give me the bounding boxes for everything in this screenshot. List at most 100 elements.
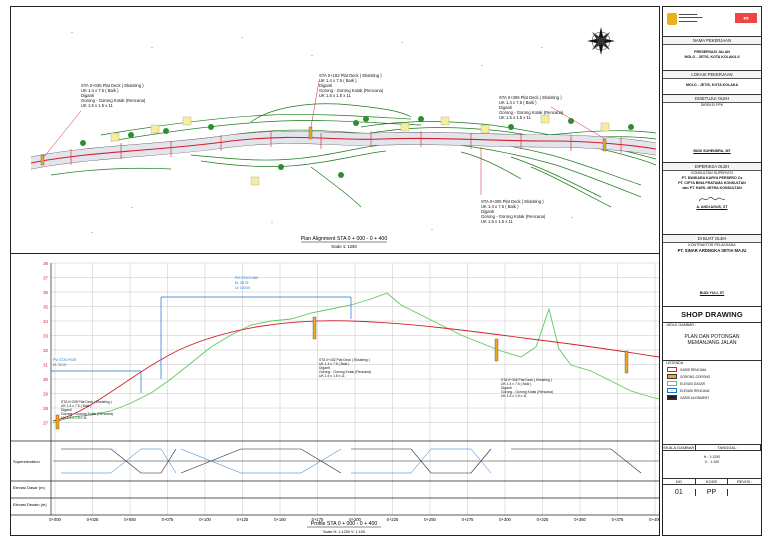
section-judul: JUDUL GAMBAR : PLAN DAN POTONGAN MEMANJA…: [663, 323, 761, 361]
nama-pekerjaan-head: NAMA PEKERJAAN: [663, 37, 761, 45]
y-tick-label: 29: [43, 391, 48, 396]
vertical-curve-marks: [51, 296, 352, 393]
legend-item-5: GARIS ALIGNMENT: [663, 394, 761, 401]
diperiksa-name: A. ANDI AGUS, ST: [696, 205, 728, 209]
station-label: 0+250: [424, 517, 436, 522]
revisi-head: REVISI :: [736, 479, 753, 484]
profile-band-frame: [11, 263, 659, 516]
plan-labels: STA 0+035 Plat Deck ( Eksisting ) UK 1.4…: [81, 73, 564, 224]
legend-item-4: ELEVASI RENCANA: [663, 387, 761, 394]
map-trees: [80, 116, 634, 178]
legend-item-2: GORONG-GORONG: [663, 373, 761, 380]
sheet-code: PP: [696, 489, 729, 496]
section-lokasi: LOKASI PEKERJAAN MOLO - JETIS, KOTA KOLA…: [663, 71, 761, 95]
row-label-superelevation: Superelevation: [13, 459, 40, 464]
station-label: 0+175: [312, 517, 324, 522]
y-tick-label: 31: [43, 362, 48, 367]
shop-drawing-title: SHOP DRAWING: [681, 310, 743, 319]
disetujui-head: DISETUJUI OLEH: [663, 95, 761, 103]
alignment-station-ticks: [70, 131, 622, 165]
plan-label-3: STA 0+306 Plat Deck ( Eksisting ) UK 1.4…: [499, 95, 564, 120]
station-label: 0+375: [612, 517, 624, 522]
dibuat-role: KONTRAKTOR PELAKSANA: [688, 243, 736, 247]
station-label: 0+150: [274, 517, 286, 522]
disetujui-name: BUDI SUHENDRA, MT: [693, 149, 731, 153]
ministry-logo-icon: [667, 13, 677, 25]
row-label-elevasi: Elevasi Dasar (m): [13, 485, 45, 490]
signature-icon: [698, 197, 726, 202]
y-tick-label: 33: [43, 333, 48, 338]
station-label: 0+025: [87, 517, 99, 522]
tanggal-head: TANGGAL :: [696, 445, 761, 450]
profile-caption: Profile STA 0 + 000 - 0 + 400: [311, 521, 378, 527]
profile-grid: [51, 262, 659, 515]
plan-svg: STA 0+035 Plat Deck ( Eksisting ) UK 1.4…: [30, 27, 657, 249]
plan-view: STA 0+035 Plat Deck ( Eksisting ) UK 1.4…: [11, 7, 659, 254]
y-tick-label: 28: [43, 406, 48, 411]
station-label: 0+125: [237, 517, 249, 522]
legend-item-3: ELEVASI DASAR: [663, 380, 761, 387]
section-legenda: LEGENDA GARIS RENCANA GORONG-GORONG ELEV…: [663, 361, 761, 445]
no-head: NO: [663, 479, 696, 484]
section-nama-pekerjaan: NAMA PEKERJAAN PRESERVASI JALAN MOLO - J…: [663, 37, 761, 71]
company-logo-icon: ▮▮▮: [735, 13, 757, 23]
plan-label-2: STA 0+182 Plat Deck ( Eksisting ) UK 1.4…: [319, 73, 384, 98]
y-tick-label: 32: [43, 348, 48, 353]
culvert-markers: [40, 126, 607, 166]
svg-text:PVI STA 0+160: PVI STA 0+160: [235, 276, 258, 280]
dibuat-head: DI BUAT OLEH: [663, 235, 761, 243]
station-label: 0+275: [462, 517, 474, 522]
station-label: 0+075: [162, 517, 174, 522]
nama-pekerjaan: PRESERVASI JALAN: [694, 50, 730, 54]
diperiksa-org-2: PT. CIPTA BINA PRATAMA KONSULTAN: [678, 181, 746, 185]
skala-head: SKALA GAMBAR: [663, 445, 696, 450]
judul-1: PLAN DAN POTONGAN: [684, 334, 740, 340]
profile-label-3: STA 0+306 Plat Deck ( Eksisting ) UK 1.4…: [501, 378, 554, 398]
row-label-elevasi-desain: Elevasi Desain (m): [13, 502, 47, 507]
station-label: 0+050: [124, 517, 136, 522]
profile-station-labels: 0+000 0+025 0+050 0+075 0+100 0+125 0+150 0+175…: [49, 517, 659, 522]
station-label: 0+000: [49, 517, 61, 522]
y-tick-label: 35: [43, 304, 48, 309]
station-label: 0+400: [649, 517, 659, 522]
dibuat-name: BUDI YULI, ST: [699, 291, 725, 295]
diperiksa-org-3: dan PT. HAFIL MITRA KONSULTAN: [682, 186, 742, 190]
skala-h: H : 1:1250: [703, 455, 721, 459]
plan-scale: Scale 1: 1250: [331, 244, 357, 249]
y-tick-label: 38: [43, 261, 48, 266]
svg-text:EL 36.75: EL 36.75: [235, 281, 249, 285]
plan-background-marks: [71, 32, 573, 233]
diperiksa-head: DIPERIKSA OLEH: [663, 163, 761, 171]
map-buildings: [110, 114, 610, 186]
station-label: 0+225: [387, 517, 399, 522]
plan-label-1: STA 0+035 Plat Deck ( Eksisting ) UK 1.4…: [81, 83, 146, 108]
station-label: 0+350: [574, 517, 586, 522]
superelevation-blue: [61, 448, 492, 474]
section-dibuat: DI BUAT OLEH KONTRAKTOR PELAKSANA PT. SI…: [663, 235, 761, 307]
ministry-text: ▬▬▬▬▬▬▬▬▬▬▬▬▬▬▬▬▬▬▬▬▬▬▬: [679, 13, 703, 23]
nama-pekerjaan-2: MOLO - JETIS, KOTA KOLAKA II: [684, 55, 740, 59]
section-shop-drawing: SHOP DRAWING: [663, 307, 761, 323]
profile-label-1: STA 0+035 Plat Deck ( Eksisting ) UK 1.4…: [61, 400, 114, 420]
superelevation-diagram: [53, 448, 659, 474]
station-label: 0+100: [199, 517, 211, 522]
judul-head: JUDUL GAMBAR :: [666, 323, 697, 327]
lokasi: MOLO - JETIS, KOTA KOLAKA: [685, 83, 739, 87]
judul-2: MEMANJANG JALAN: [687, 340, 737, 346]
skala-v: V : 1:100: [704, 460, 720, 464]
svg-text:LV 100.00: LV 100.00: [235, 286, 250, 290]
north-arrow-icon: [587, 27, 615, 55]
label-leaders: [43, 80, 606, 195]
station-label: 0+300: [499, 517, 511, 522]
y-tick-label: 36: [43, 290, 48, 295]
y-tick-label: 34: [43, 319, 48, 324]
drawing-sheet: STA 0+035 Plat Deck ( Eksisting ) UK 1.4…: [10, 6, 660, 536]
svg-text:EL 30.20: EL 30.20: [53, 363, 67, 367]
legend-item-1: GARIS RENCANA: [663, 366, 761, 373]
plan-caption: Plan Alignment STA 0 + 000 - 0 + 400: [301, 236, 388, 242]
lokasi-head: LOKASI PEKERJAAN: [663, 71, 761, 79]
section-skala: SKALA GAMBAR TANGGAL : H : 1:1250 V : 1:…: [663, 445, 761, 479]
dibuat-org: PT. SINAR ARDNGKA SETIA MAJU: [677, 248, 747, 253]
existing-ground-line: [52, 292, 659, 424]
